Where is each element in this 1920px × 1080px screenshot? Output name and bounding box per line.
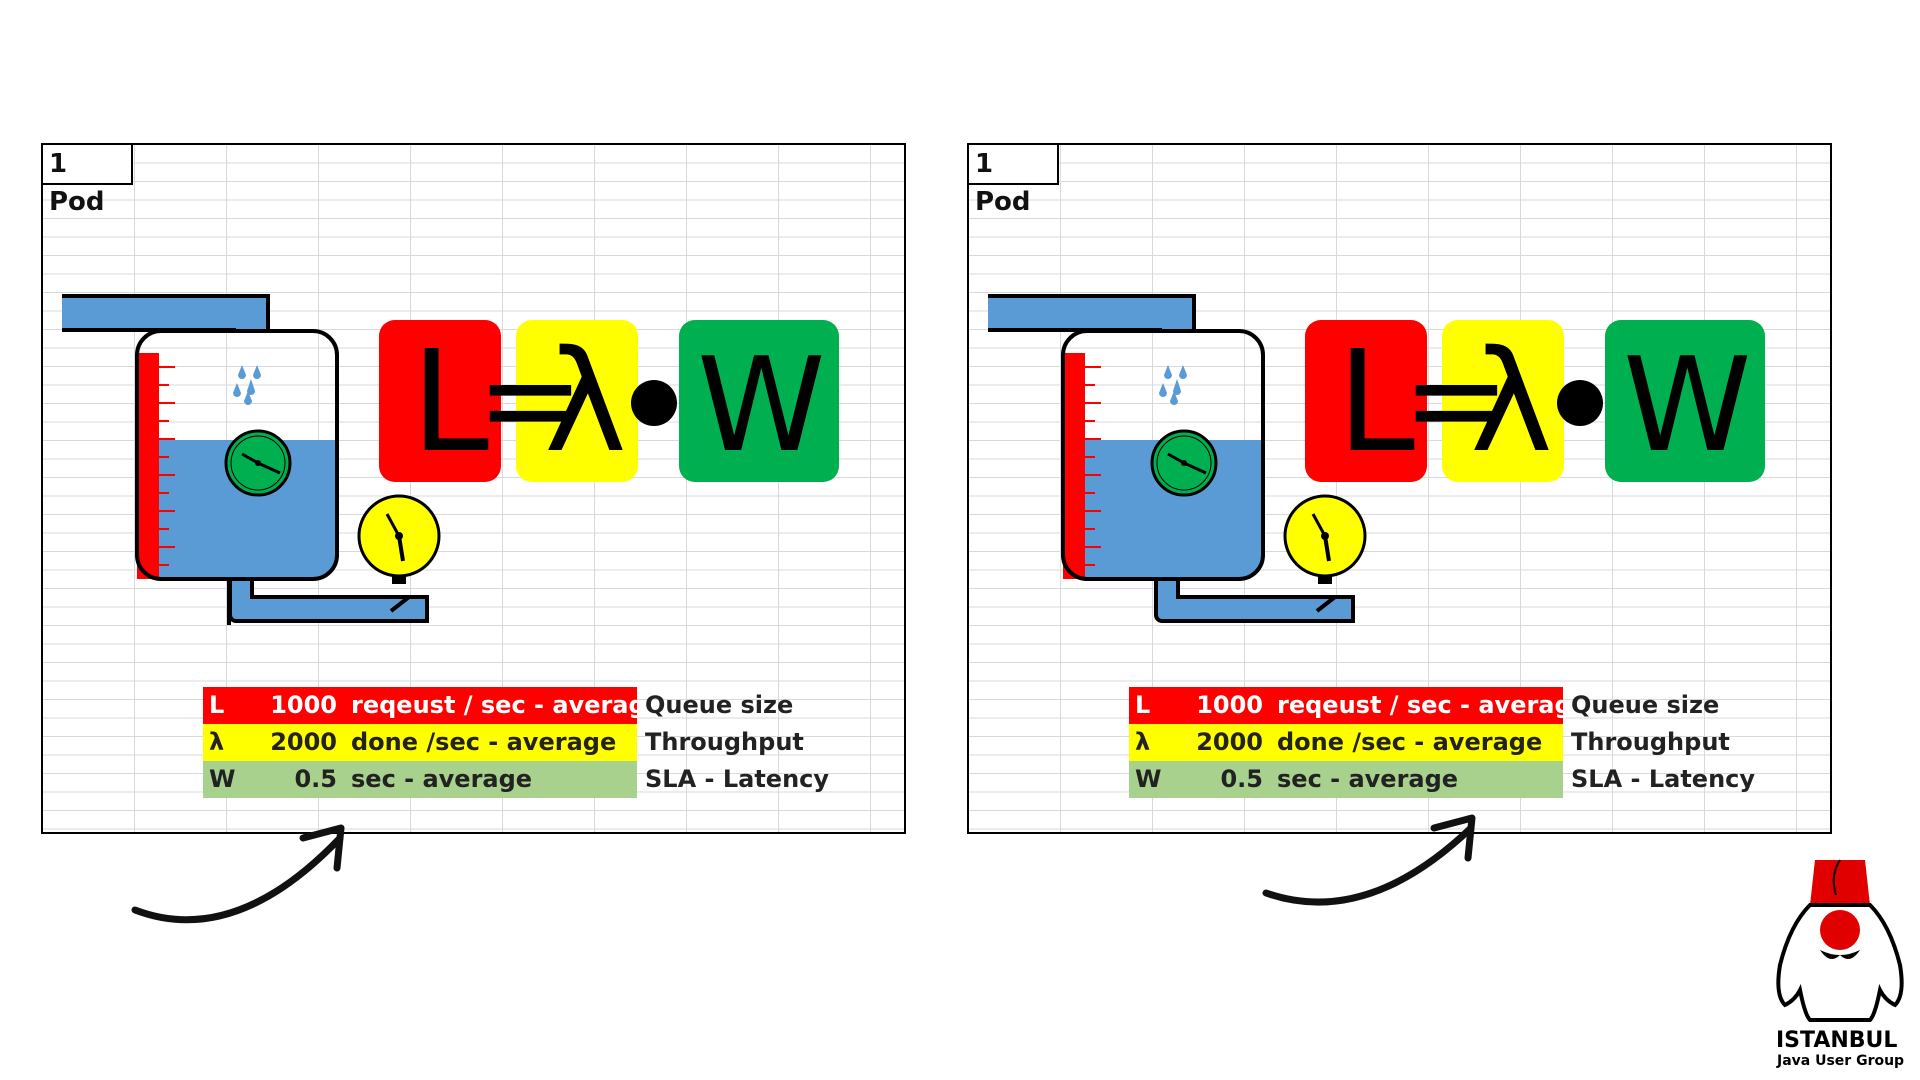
table-row: L 1000 reqeust / sec - average Queue siz…: [203, 687, 833, 724]
symbol-lambda: λ: [544, 321, 627, 484]
row-description: done /sec - average: [1277, 728, 1543, 756]
row-value: 1000: [270, 691, 337, 719]
row-symbol: L: [1135, 691, 1151, 719]
row-symbol: λ: [1135, 728, 1151, 756]
symbol-lambda: λ: [1470, 321, 1553, 484]
row-meaning: Queue size: [1571, 691, 1720, 719]
row-value: 0.5: [1220, 765, 1263, 793]
logo-title: ISTANBUL: [1776, 1028, 1898, 1053]
symbol-W: W: [1623, 329, 1752, 481]
values-table: L 1000 reqeust / sec - average Queue siz…: [203, 687, 833, 798]
row-value: 0.5: [294, 765, 337, 793]
pod-label: 1 Pod: [969, 145, 1059, 217]
table-row: λ 2000 done /sec - average Throughput: [1129, 724, 1759, 761]
curved-arrow-icon: [131, 824, 345, 924]
row-meaning: Queue size: [645, 691, 794, 719]
symbol-W: W: [697, 329, 826, 481]
row-description: sec - average: [351, 765, 533, 793]
row-symbol: W: [1135, 765, 1162, 793]
clock-icon: [1150, 429, 1218, 497]
row-description: sec - average: [1277, 765, 1459, 793]
drip-icon: [233, 365, 261, 405]
row-meaning: SLA - Latency: [645, 765, 830, 793]
clock-icon: [224, 429, 292, 497]
symbol-L: L: [411, 321, 489, 484]
row-meaning: SLA - Latency: [1571, 765, 1756, 793]
box-W: [679, 320, 839, 482]
symbol-L: L: [1337, 321, 1415, 484]
row-description: reqeust / sec - average: [351, 691, 662, 719]
panel-right: 1 Pod: [967, 143, 1832, 834]
fez-duke-logo-icon: [1776, 859, 1904, 1022]
symbol-equals: =: [476, 323, 585, 475]
drip-icon: [1159, 365, 1187, 405]
multiply-dot: [1557, 380, 1603, 426]
littles-law-formula: L = λ W: [379, 320, 839, 485]
row-symbol: λ: [209, 728, 225, 756]
pressure-gauge-icon: [357, 494, 441, 584]
table-row: W 0.5 sec - average SLA - Latency: [1129, 761, 1759, 798]
box-lambda: [1442, 320, 1564, 482]
littles-law-formula: L = λ W: [1305, 320, 1765, 485]
multiply-dot: [631, 380, 677, 426]
row-description: done /sec - average: [351, 728, 617, 756]
table-row: λ 2000 done /sec - average Throughput: [203, 724, 833, 761]
row-meaning: Throughput: [645, 728, 804, 756]
row-meaning: Throughput: [1571, 728, 1730, 756]
tank-icon: [62, 294, 441, 625]
row-description: reqeust / sec - average: [1277, 691, 1588, 719]
box-L: [379, 320, 501, 482]
box-L: [1305, 320, 1427, 482]
panel-left: 1 Pod: [41, 143, 906, 834]
curved-arrow-icon: [1262, 814, 1476, 906]
row-value: 1000: [1196, 691, 1263, 719]
row-symbol: W: [209, 765, 236, 793]
logo-subtitle: Java User Group: [1777, 1053, 1905, 1069]
table-row: W 0.5 sec - average SLA - Latency: [203, 761, 833, 798]
box-lambda: [516, 320, 638, 482]
table-row: L 1000 reqeust / sec - average Queue siz…: [1129, 687, 1759, 724]
row-value: 2000: [1196, 728, 1263, 756]
box-W: [1605, 320, 1765, 482]
pressure-gauge-icon: [1283, 494, 1367, 584]
row-symbol: L: [209, 691, 225, 719]
row-value: 2000: [270, 728, 337, 756]
values-table: L 1000 reqeust / sec - average Queue siz…: [1129, 687, 1759, 798]
symbol-equals: =: [1402, 323, 1511, 475]
tank-icon: [988, 294, 1367, 623]
pod-label: 1 Pod: [43, 145, 133, 217]
